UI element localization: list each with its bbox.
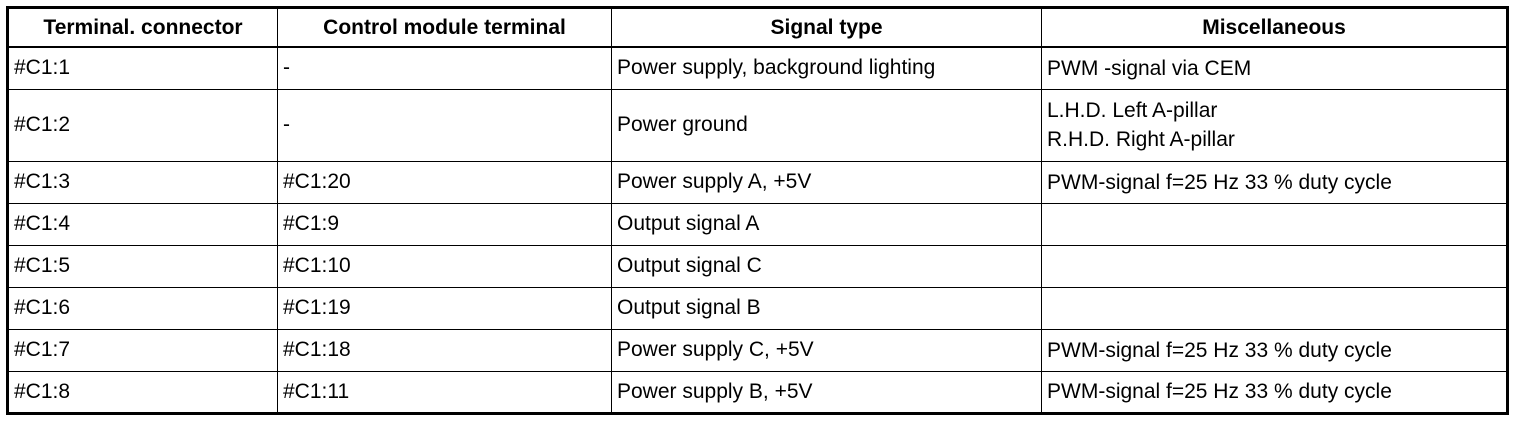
misc-cell [1041,244,1508,288]
misc-cell: PWM-signal f=25 Hz 33 % duty cycle [1041,160,1508,204]
control-terminal-cell: #C1:9 [277,202,612,246]
signal-type-cell: Power supply, background lighting [611,46,1042,90]
signal-type-cell: Power supply C, +5V [611,328,1042,372]
misc-line: PWM-signal f=25 Hz 33 % duty cycle [1047,380,1392,403]
misc-cell: L.H.D. Left A-pillar R.H.D. Right A-pill… [1041,88,1508,162]
control-terminal-cell: #C1:10 [277,244,612,288]
terminal-cell: #C1:8 [7,370,278,414]
terminal-cell: #C1:3 [7,160,278,204]
signal-type-cell: Output signal B [611,286,1042,330]
terminal-cell: #C1:2 [7,88,278,162]
misc-cell: PWM -signal via CEM [1041,46,1508,90]
table-row: #C1:8 #C1:11 Power supply B, +5V PWM-sig… [7,370,1508,414]
terminal-cell: #C1:4 [7,202,278,246]
pinout-table-container: Terminal. connector Control module termi… [6,6,1509,415]
header-signal-type: Signal type [611,7,1042,48]
misc-line: PWM-signal f=25 Hz 33 % duty cycle [1047,170,1392,194]
table-row: #C1:3 #C1:20 Power supply A, +5V PWM-sig… [7,160,1508,204]
terminal-cell: #C1:7 [7,328,278,372]
terminal-cell: #C1:1 [7,46,278,90]
table-row: #C1:7 #C1:18 Power supply C, +5V PWM-sig… [7,328,1508,372]
misc-cell [1041,286,1508,330]
misc-line: PWM -signal via CEM [1047,56,1252,80]
header-terminal-connector: Terminal. connector [7,7,278,48]
terminal-cell: #C1:6 [7,286,278,330]
table-body: #C1:1 - Power supply, background lightin… [7,46,1508,414]
control-terminal-cell: - [277,46,612,90]
pinout-table: Terminal. connector Control module termi… [6,6,1509,415]
table-row: #C1:5 #C1:10 Output signal C [7,244,1508,288]
signal-type-cell: Power supply A, +5V [611,160,1042,204]
control-terminal-cell: #C1:20 [277,160,612,204]
table-row: #C1:1 - Power supply, background lightin… [7,46,1508,90]
misc-cell [1041,202,1508,246]
table-row: #C1:6 #C1:19 Output signal B [7,286,1508,330]
misc-cell: PWM-signal f=25 Hz 33 % duty cycle [1041,370,1508,414]
header-miscellaneous: Miscellaneous [1041,7,1508,48]
signal-type-cell: Output signal C [611,244,1042,288]
control-terminal-cell: #C1:19 [277,286,612,330]
misc-line: PWM-signal f=25 Hz 33 % duty cycle [1047,338,1392,362]
header-control-module-terminal: Control module terminal [277,7,612,48]
table-row: #C1:2 - Power ground L.H.D. Left A-pilla… [7,88,1508,162]
misc-cell: PWM-signal f=25 Hz 33 % duty cycle [1041,328,1508,372]
table-row: #C1:4 #C1:9 Output signal A [7,202,1508,246]
terminal-cell: #C1:5 [7,244,278,288]
signal-type-cell: Power ground [611,88,1042,162]
header-row: Terminal. connector Control module termi… [7,7,1508,48]
misc-line: L.H.D. Left A-pillar [1047,99,1218,122]
control-terminal-cell: #C1:18 [277,328,612,372]
signal-type-cell: Output signal A [611,202,1042,246]
signal-type-cell: Power supply B, +5V [611,370,1042,414]
control-terminal-cell: - [277,88,612,162]
misc-line: R.H.D. Right A-pillar [1047,128,1235,151]
table-header: Terminal. connector Control module termi… [7,7,1508,48]
control-terminal-cell: #C1:11 [277,370,612,414]
